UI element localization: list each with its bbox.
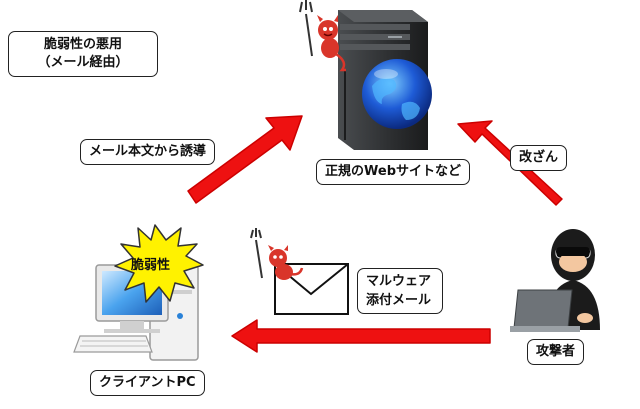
hacker-at-laptop-icon: [510, 229, 600, 332]
vuln-misuse-line2: （メール経由）: [37, 55, 129, 70]
malware-mail-line2: 添付メール: [366, 293, 432, 308]
attacker-label: 攻撃者: [527, 339, 585, 365]
legit-site-label: 正規のWebサイトなど: [316, 159, 470, 185]
arrow-attacker-to-server: [457, 120, 563, 206]
vulnerability-burst-text: 脆弱性: [131, 258, 171, 273]
arrow-client-to-server: [187, 115, 303, 204]
tamper-label: 改ざん: [510, 145, 568, 171]
client-pc-label: クライアントPC: [90, 370, 205, 396]
vuln-misuse-line1: 脆弱性の悪用: [43, 37, 122, 52]
vuln-misuse-note: 脆弱性の悪用 （メール経由）: [8, 31, 158, 77]
arrow-attacker-to-client: [231, 319, 491, 353]
mail-lure-label: メール本文から誘導: [80, 139, 216, 165]
malware-mail-label: マルウェア 添付メール: [357, 268, 443, 314]
devil-on-mail-icon: [250, 228, 304, 280]
devil-icon: [299, 0, 346, 72]
explosion-burst-icon: [114, 224, 204, 303]
malware-mail-line1: マルウェア: [366, 274, 432, 289]
globe-icon: [362, 59, 432, 129]
